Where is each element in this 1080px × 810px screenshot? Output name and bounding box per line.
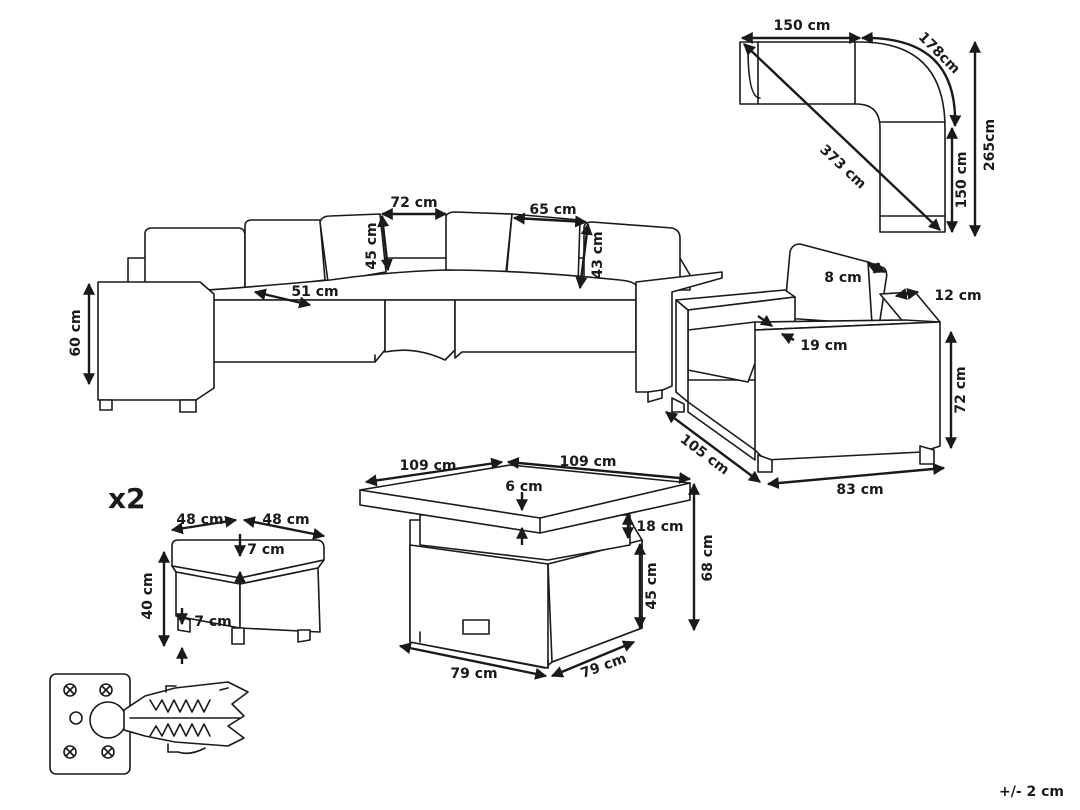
armchair-seat-height-label: 19 cm (800, 338, 847, 354)
sofa-seat-depth-label: 51 cm (291, 284, 338, 300)
lift-table (359, 457, 700, 680)
armchair-arm-width-label: 12 cm (934, 288, 981, 304)
plan-curve-label: 178cm (915, 29, 963, 77)
corner-sofa-plan (739, 31, 981, 238)
quantity-label: x2 (108, 482, 146, 515)
table-top-thickness-label: 6 cm (505, 479, 543, 495)
stool (158, 515, 326, 664)
sofa-cushion-height-label: 43 cm (590, 231, 606, 278)
table-width-right-label: 109 cm (560, 454, 617, 470)
armchair-height-label: 72 cm (953, 366, 969, 413)
stool-width-right-label: 48 cm (262, 512, 309, 528)
stool-cushion-label: 7 cm (247, 542, 285, 558)
stool-width-left-label: 48 cm (176, 512, 223, 528)
stool-legs-label: 7 cm (194, 614, 232, 630)
armchair (665, 243, 957, 489)
table-base-left-label: 79 cm (450, 666, 497, 682)
plan-top-label: 150 cm (774, 18, 831, 34)
connector-clamp-detail (49, 673, 249, 775)
sofa-back-width-label: 72 cm (390, 195, 437, 211)
sofa-height-label: 60 cm (68, 309, 84, 356)
sofa-cushion-width-label: 65 cm (529, 202, 576, 218)
sofa-back-height-label: 45 cm (364, 222, 380, 269)
plan-diagonal-label: 373 cm (816, 142, 869, 193)
table-total-height-label: 68 cm (700, 534, 716, 581)
plan-total-label: 265cm (982, 119, 998, 171)
stool-height-label: 40 cm (140, 572, 156, 619)
table-base-height-label: 45 cm (644, 562, 660, 609)
corner-sofa (83, 208, 723, 413)
table-width-left-label: 109 cm (400, 458, 457, 474)
table-lift-label: 18 cm (636, 519, 683, 535)
armchair-back-depth-label: 8 cm (824, 270, 862, 286)
tolerance-label: +/- 2 cm (999, 784, 1064, 800)
plan-side-label: 150 cm (954, 152, 970, 209)
armchair-width-label: 83 cm (836, 482, 883, 498)
